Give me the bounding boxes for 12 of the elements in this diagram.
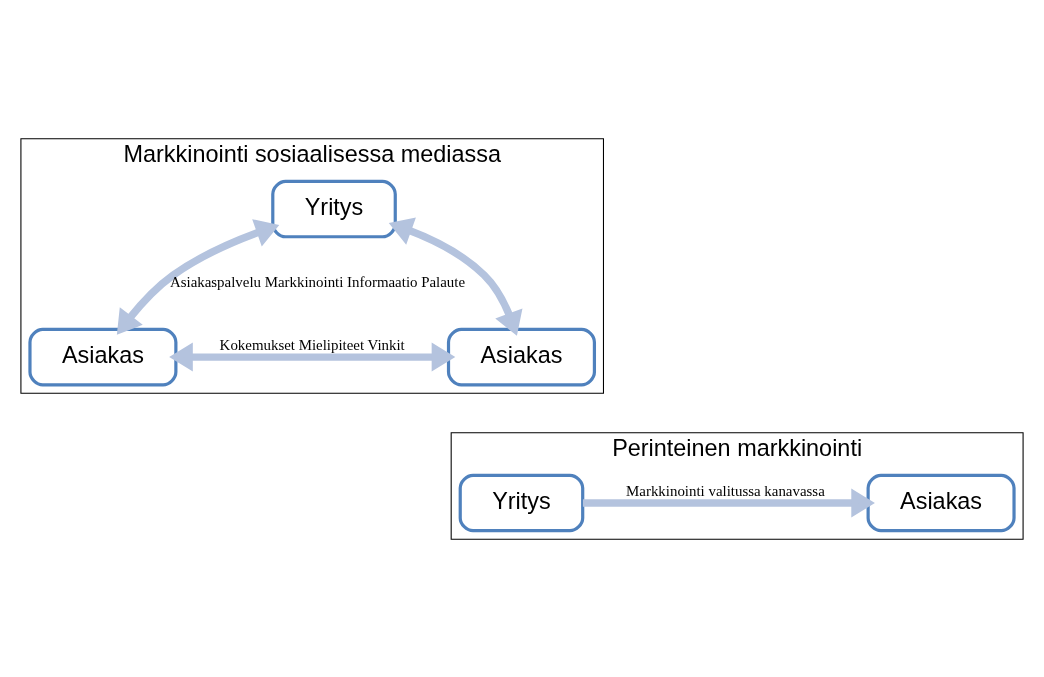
node-box: Asiakas <box>446 327 596 386</box>
edge-label: Markkinointi valitussa kanavassa <box>626 482 825 499</box>
node-box: Asiakas <box>866 473 1016 532</box>
arrow <box>582 488 875 517</box>
edge-label: Kokemukset Mielipiteet Vinkit <box>219 336 405 353</box>
arrow <box>388 216 523 336</box>
node-box: Asiakas <box>28 327 178 386</box>
node-box: Yritys <box>458 473 585 532</box>
node-box: Yritys <box>271 179 397 238</box>
arrow <box>116 218 280 335</box>
edge-label: Asiakaspalvelu Markkinointi Informaatio Palaute <box>169 273 466 290</box>
arrow <box>169 342 456 372</box>
